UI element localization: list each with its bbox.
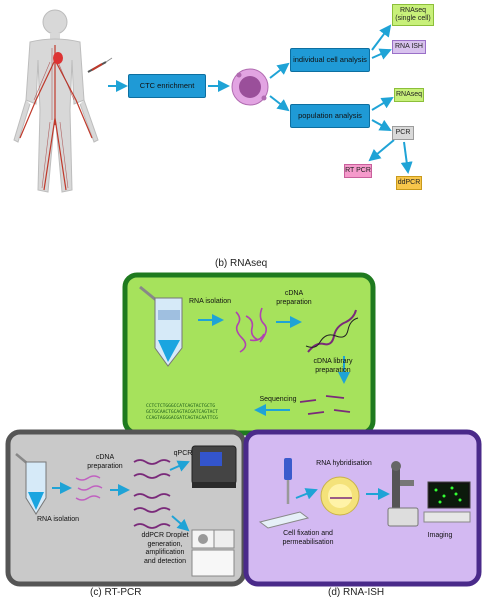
rtpcr-rna-isolation: RNA isolation — [36, 516, 80, 523]
rtpcr-qpcr: qPCR — [173, 450, 193, 457]
ctc-enrichment-box: CTC enrichment — [128, 74, 206, 98]
syringe-icon — [87, 57, 113, 73]
sequence-line-3: CCAGTAGGGACGATCAGTACAATTCG — [146, 416, 218, 421]
sequence-line-1: CCTCTCTGGGCCATCAGTACTGCTG — [146, 404, 216, 409]
computer-screen-icon — [423, 481, 471, 523]
tube-icon — [139, 285, 183, 367]
rnaseq-sequencing: Sequencing — [259, 396, 297, 403]
sequence-line-2: GCTGCAACTGCAGTACGATCAGTACT — [146, 410, 218, 415]
qpcr-machine-icon — [191, 445, 237, 488]
cdna-helix — [305, 309, 359, 353]
rnaseq-single-label: RNAseq (single cell) — [395, 7, 431, 22]
rnaseq-cdna-library: cDNA library preparation — [313, 358, 353, 374]
rtpcr-ddpcr: ddPCR Droplet generation, amplification … — [141, 532, 189, 565]
ddpcr-box: ddPCR — [396, 176, 422, 190]
population-analysis-box: population analysis — [290, 104, 370, 128]
rt-pcr-label: RT PCR — [345, 167, 371, 174]
rna-ish-box: RNA ISH — [392, 40, 426, 54]
individual-analysis-box: individual cell analysis — [290, 48, 370, 72]
rna-strands-rtpcr — [75, 475, 103, 501]
tube-icon-rtpcr — [15, 453, 47, 515]
panel-b-label: (b) RNAseq — [215, 258, 268, 269]
rt-pcr-box: RT PCR — [344, 164, 372, 178]
rnaseq-cdna-prep: cDNA preparation — [276, 290, 312, 306]
panel-d-label: (d) RNA-ISH — [328, 587, 385, 598]
hybridisation-dish-icon — [320, 476, 360, 516]
rna-ish-label: RNA ISH — [394, 43, 423, 50]
rnaish-hybridisation: RNA hybridisation — [316, 460, 372, 467]
ddpcr-label: ddPCR — [397, 179, 421, 186]
pcr-label: PCR — [395, 129, 411, 136]
pcr-box: PCR — [392, 126, 414, 140]
rtpcr-cdna-prep: cDNA preparation — [87, 454, 123, 470]
rnaseq-box: RNAseq — [394, 88, 424, 102]
ctc-cell-icon — [231, 68, 269, 106]
rnaish-panel — [243, 429, 482, 587]
panel-c-label: (c) RT-PCR — [90, 587, 142, 598]
pipette-slide-icon — [258, 458, 310, 529]
rnaseq-label: RNAseq — [395, 91, 423, 98]
rnaseq-single-box: RNAseq (single cell) — [392, 4, 434, 26]
library-fragments — [299, 395, 351, 415]
population-analysis-label: population analysis — [298, 111, 362, 120]
microscope-icon — [387, 461, 419, 527]
rnaish-imaging: Imaging — [427, 532, 453, 539]
ddpcr-instruments-icon — [191, 529, 235, 577]
ctc-enrichment-label: CTC enrichment — [139, 81, 195, 90]
individual-analysis-label: individual cell analysis — [293, 55, 367, 64]
rna-strands — [235, 307, 268, 353]
rnaish-fixation: Cell fixation and permeabilisation — [282, 530, 334, 546]
human-body-figure — [13, 9, 99, 193]
cdna-strands-rtpcr — [133, 459, 171, 529]
rnaseq-rna-isolation: RNA isolation — [188, 298, 232, 305]
